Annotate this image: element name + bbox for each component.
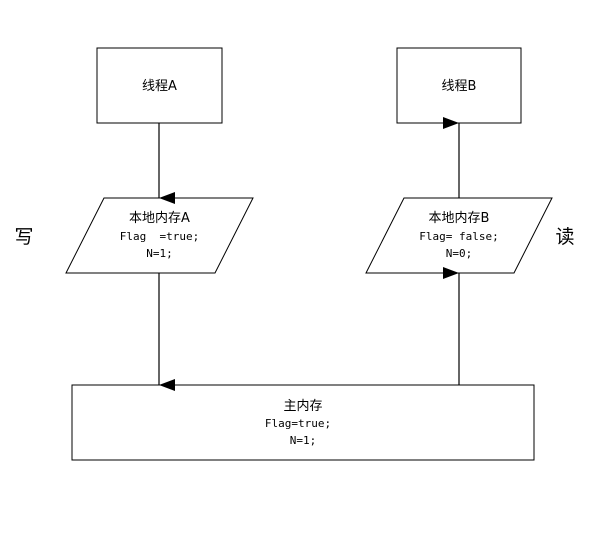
thread-a-title: 线程A <box>142 79 177 94</box>
local-memory-a-n: N=1; <box>146 247 173 260</box>
local-memory-a-node: 本地内存A Flag =true; N=1; <box>65 197 254 274</box>
local-memory-b-node: 本地内存B Flag= false; N=0; <box>365 197 553 274</box>
main-memory-title: 主内存 <box>283 398 322 414</box>
write-label: 写 <box>14 226 33 248</box>
main-memory-n: N=1; <box>290 434 317 447</box>
local-memory-b-title: 本地内存B <box>429 210 490 226</box>
main-memory-flag: Flag=true; <box>265 417 331 430</box>
main-memory-node: 主内存 Flag=true; N=1; <box>71 384 535 461</box>
local-memory-a-flag: Flag =true; <box>120 230 199 243</box>
local-memory-b-flag: Flag= false; <box>419 230 498 243</box>
thread-a-node: 线程A <box>96 47 223 124</box>
local-memory-a-title: 本地内存A <box>129 210 190 226</box>
thread-b-node: 线程B <box>396 47 522 124</box>
read-label: 读 <box>555 226 574 248</box>
local-memory-b-n: N=0; <box>446 247 473 260</box>
thread-b-title: 线程B <box>442 79 477 94</box>
